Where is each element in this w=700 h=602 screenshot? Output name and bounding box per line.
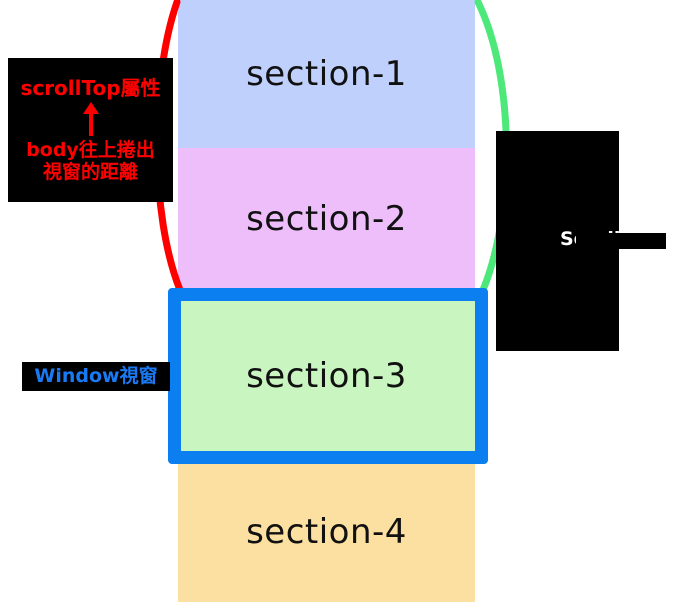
section-4-block: section-4 <box>178 462 475 602</box>
section-4-label: section-4 <box>246 512 407 552</box>
scrolltop-desc-line-2: 視窗的距離 <box>42 160 138 183</box>
section-2-block: section-2 <box>178 148 475 290</box>
label-occlusion-bar-secondary <box>572 248 619 257</box>
scrolltop-desc-line-1: body往上捲出 <box>26 139 155 162</box>
scrolltop-title: scrollTop屬性 <box>20 76 161 101</box>
page-sections-column: section-1 section-2 section-3 section-4 <box>178 0 475 602</box>
window-viewport-label: Window視窗 <box>34 364 158 387</box>
label-occlusion-bar <box>576 233 666 249</box>
window-viewport-annotation: Window視窗 <box>22 362 170 391</box>
section-3-label: section-3 <box>246 356 407 396</box>
section-1-label: section-1 <box>246 54 407 94</box>
scroll-annotation: Scroll <box>496 131 666 351</box>
scrolltop-annotation: scrollTop屬性 body往上捲出 視窗的距離 <box>8 58 173 202</box>
section-3-block: section-3 <box>178 290 475 462</box>
up-arrow-icon <box>81 102 101 137</box>
section-2-label: section-2 <box>246 199 407 239</box>
section-1-block: section-1 <box>178 0 475 148</box>
